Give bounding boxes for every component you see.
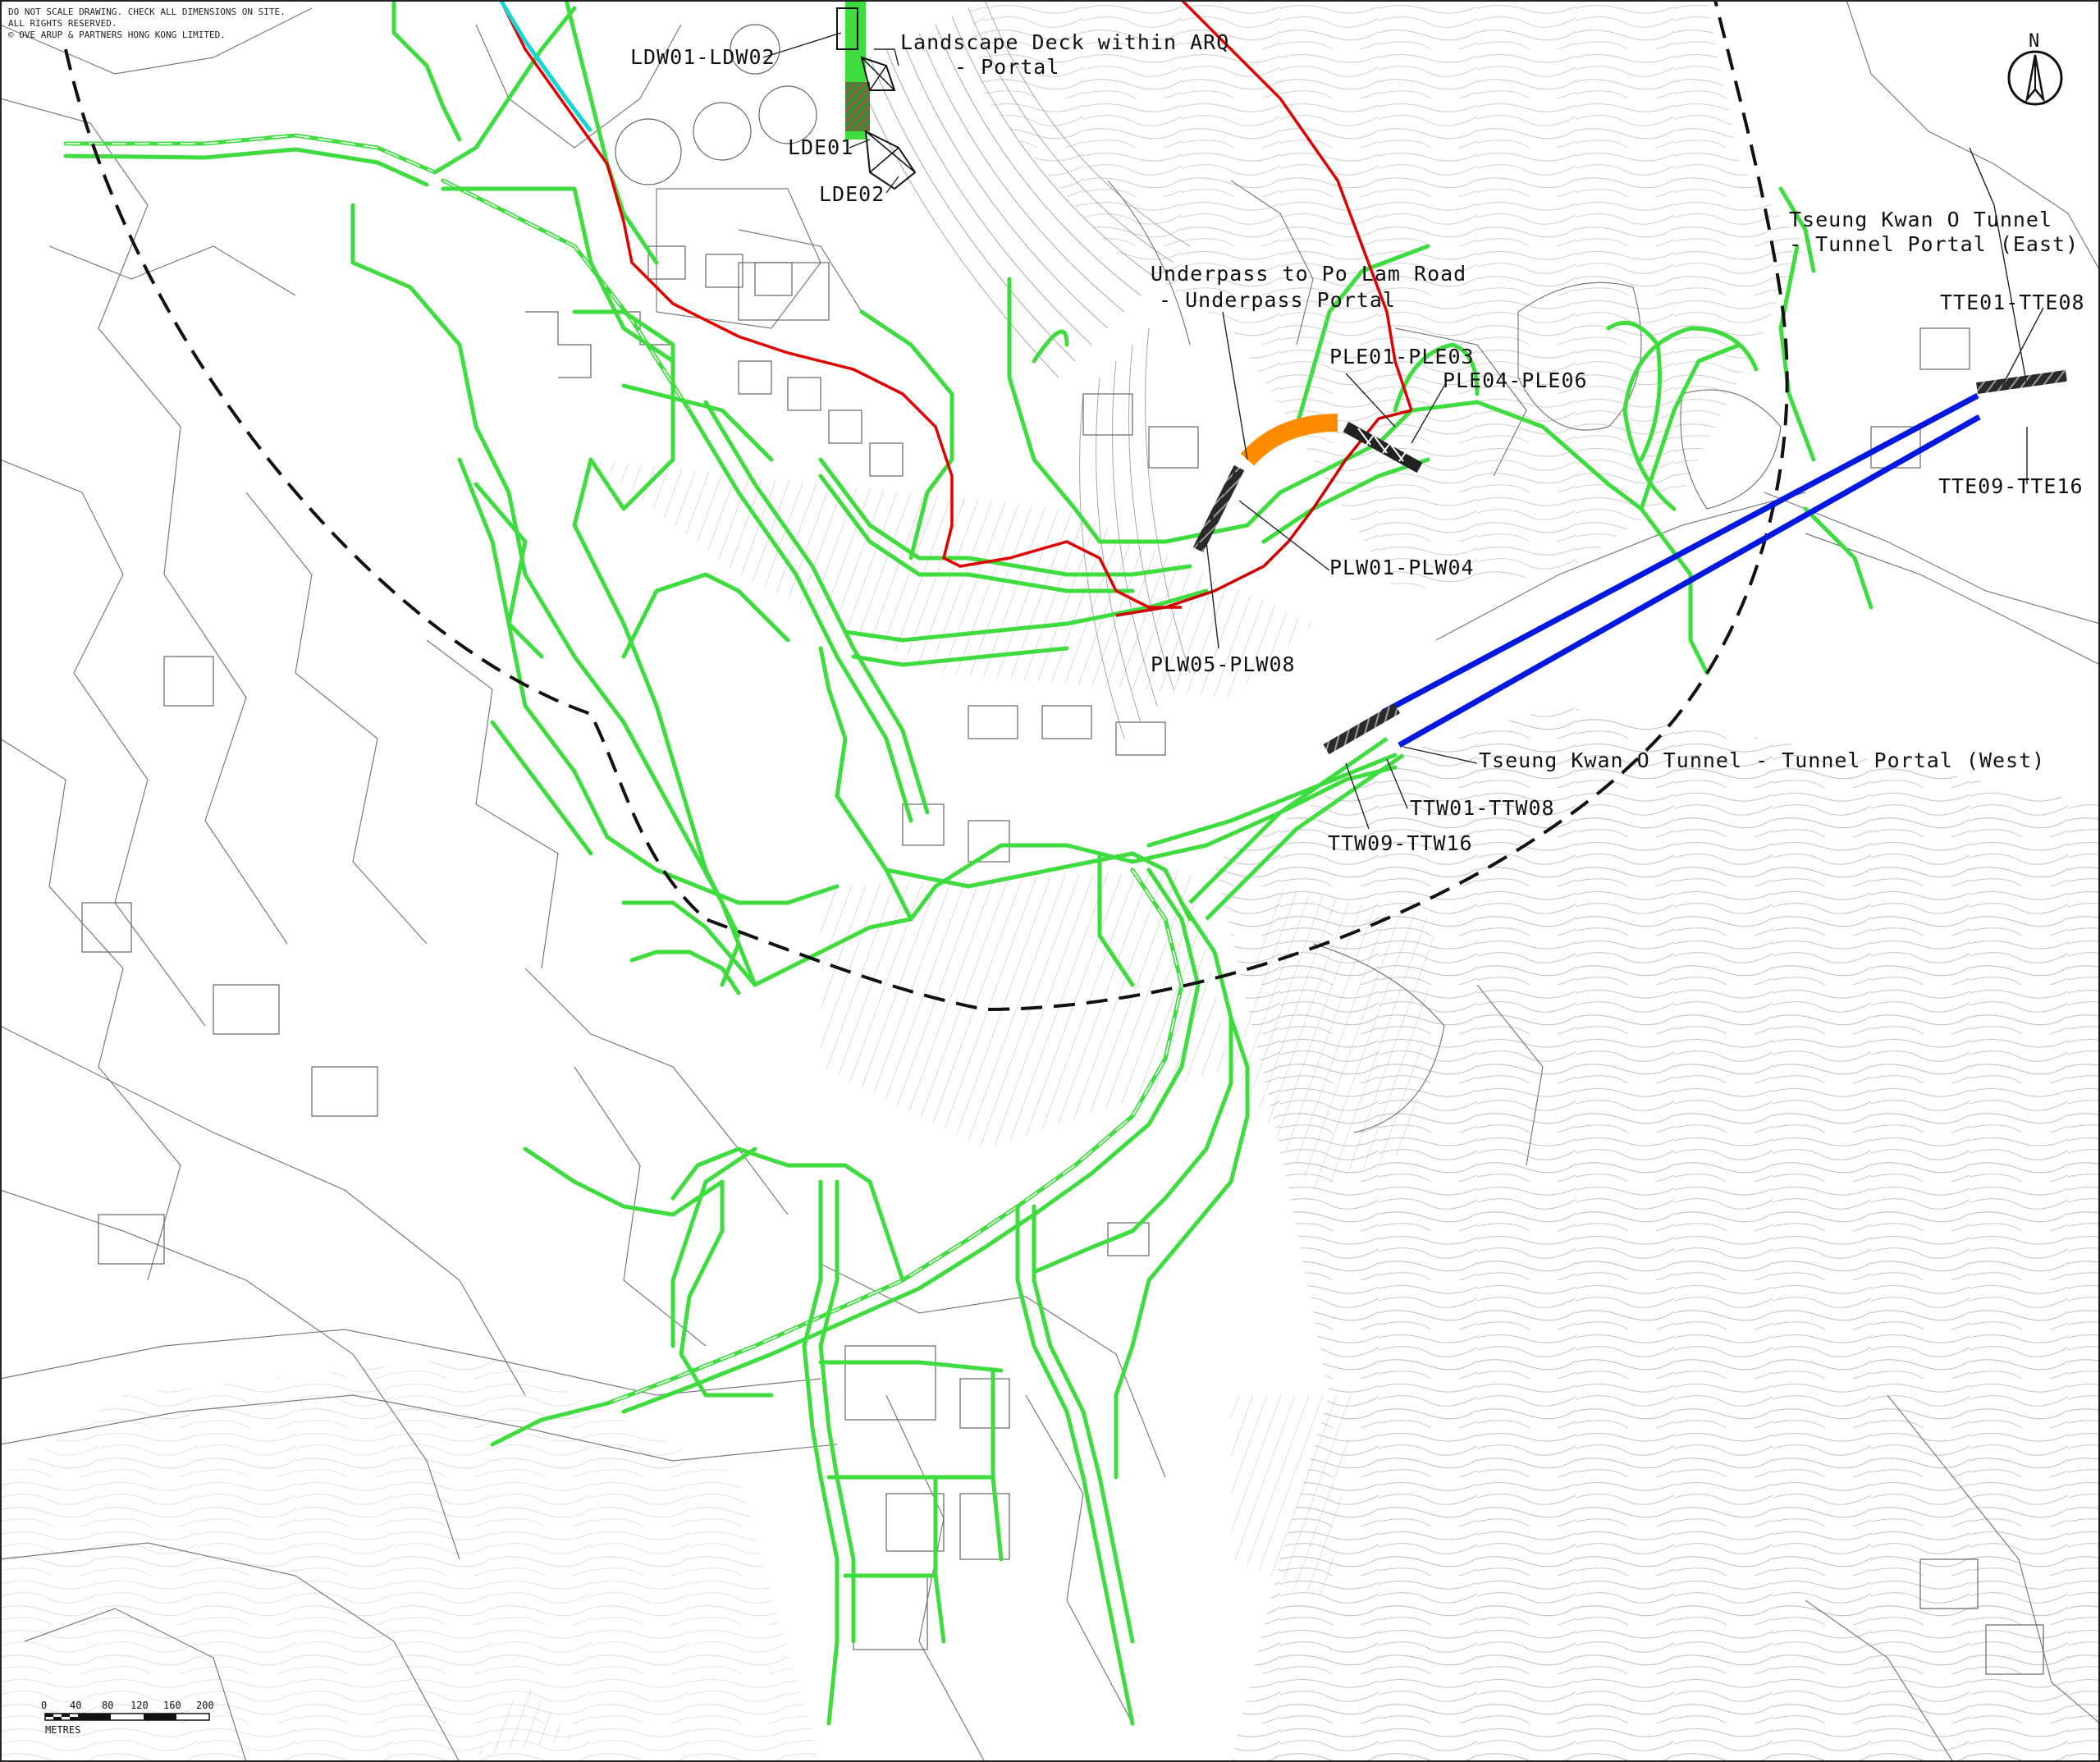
ldw-label: LDW01-LDW02 bbox=[630, 45, 775, 69]
slope-hatch-5 bbox=[476, 1682, 574, 1756]
scale-tick-labels: 0 40 80 120 160 200 bbox=[41, 1700, 214, 1711]
slope-hatch-3 bbox=[1231, 886, 1436, 1190]
hill-contours-east bbox=[1215, 706, 2100, 1762]
scale-tick-0: 0 bbox=[41, 1700, 47, 1711]
plw05-label: PLW05-PLW08 bbox=[1151, 652, 1296, 676]
scale-tick-200: 200 bbox=[196, 1700, 214, 1711]
tunnel-portal-east-hatch bbox=[1976, 369, 2067, 395]
underpass-hatch-west bbox=[1192, 465, 1245, 553]
ldw-box bbox=[836, 7, 858, 50]
north-arrow-label: N bbox=[2029, 31, 2039, 52]
underpass-portal bbox=[1192, 414, 1423, 553]
landscape-deck-hatch bbox=[845, 82, 870, 131]
ple01-label: PLE01-PLE03 bbox=[1329, 345, 1475, 368]
ple04-label: PLE04-PLE06 bbox=[1443, 368, 1588, 392]
tunnel-tube-north bbox=[1381, 392, 1979, 716]
note-line-3: © OVE ARUP & PARTNERS HONG KONG LIMITED. bbox=[8, 30, 226, 40]
underpass-orange-arc bbox=[1240, 414, 1338, 466]
tunnel-portal-west-hatch bbox=[1323, 703, 1401, 755]
tko-tunnel-alignment bbox=[1188, 369, 2067, 921]
tte01-label: TTE01-TTE08 bbox=[1940, 291, 2085, 314]
slope-hatch-1 bbox=[591, 460, 1313, 698]
red-boundary-line bbox=[499, 0, 1182, 609]
underpass-label-line2: - Underpass Portal bbox=[1159, 288, 1396, 312]
slope-hatch-4 bbox=[1231, 1395, 1354, 1600]
scale-tick-160: 160 bbox=[163, 1700, 181, 1711]
project-boundary bbox=[498, 0, 1413, 617]
tunnel-approach-west bbox=[1188, 736, 1389, 904]
hill-contours-southwest bbox=[0, 1354, 821, 1762]
red-boundary-return bbox=[1115, 409, 1412, 617]
lde-box-1 bbox=[864, 130, 917, 190]
scale-tick-80: 80 bbox=[102, 1700, 113, 1711]
underpass-hatch-west-x bbox=[1197, 471, 1236, 547]
ttw09-label: TTW09-TTW16 bbox=[1328, 831, 1473, 855]
tte09-label: TTE09-TTE16 bbox=[1938, 474, 2084, 498]
landscape-deck-label-line1: Landscape Deck within ARQ bbox=[900, 30, 1229, 54]
cyan-line bbox=[498, 0, 592, 133]
drawing-notes: DO NOT SCALE DRAWING. CHECK ALL DIMENSIO… bbox=[8, 7, 286, 40]
scale-unit: METRES bbox=[45, 1724, 80, 1736]
leader-lines bbox=[762, 32, 2044, 830]
underpass-label-line1: Underpass to Po Lam Road bbox=[1151, 262, 1466, 286]
hill-contours-north bbox=[968, 0, 1805, 591]
ttw01-label: TTW01-TTW08 bbox=[1410, 796, 1555, 820]
north-arrow-icon: N bbox=[2007, 31, 2063, 106]
lde01-label: LDE01 bbox=[788, 135, 853, 159]
tko-west-label: Tseung Kwan O Tunnel - Tunnel Portal (We… bbox=[1479, 748, 2045, 772]
callout-labels: LDW01-LDW02 Landscape Deck within ARQ - … bbox=[630, 30, 2085, 855]
tunnel-approach-west-2 bbox=[1205, 753, 1405, 921]
lde-box-2-x bbox=[861, 57, 895, 91]
underpass-hatch-east-x bbox=[1357, 428, 1412, 462]
tko-east-label-line1: Tseung Kwan O Tunnel bbox=[1789, 208, 2052, 231]
red-boundary-east bbox=[1180, 0, 1413, 411]
lde02-label: LDE02 bbox=[819, 182, 885, 206]
scale-bar-icon: 0 40 80 120 160 200 METRES bbox=[41, 1700, 214, 1736]
note-line-2: ALL RIGHTS RESERVED. bbox=[8, 18, 117, 29]
tko-east-label-line2: - Tunnel Portal (East) bbox=[1789, 232, 2079, 256]
scale-tick-120: 120 bbox=[130, 1700, 149, 1711]
plw01-label: PLW01-PLW04 bbox=[1329, 556, 1475, 579]
landscape-deck-label-line2: - Portal bbox=[954, 55, 1059, 79]
landscape-deck-portal bbox=[836, 0, 917, 190]
lde-box-1-x bbox=[865, 130, 916, 173]
note-line-1: DO NOT SCALE DRAWING. CHECK ALL DIMENSIO… bbox=[8, 7, 286, 17]
tunnel-tube-south bbox=[1398, 414, 1981, 748]
scale-tick-40: 40 bbox=[70, 1700, 81, 1711]
